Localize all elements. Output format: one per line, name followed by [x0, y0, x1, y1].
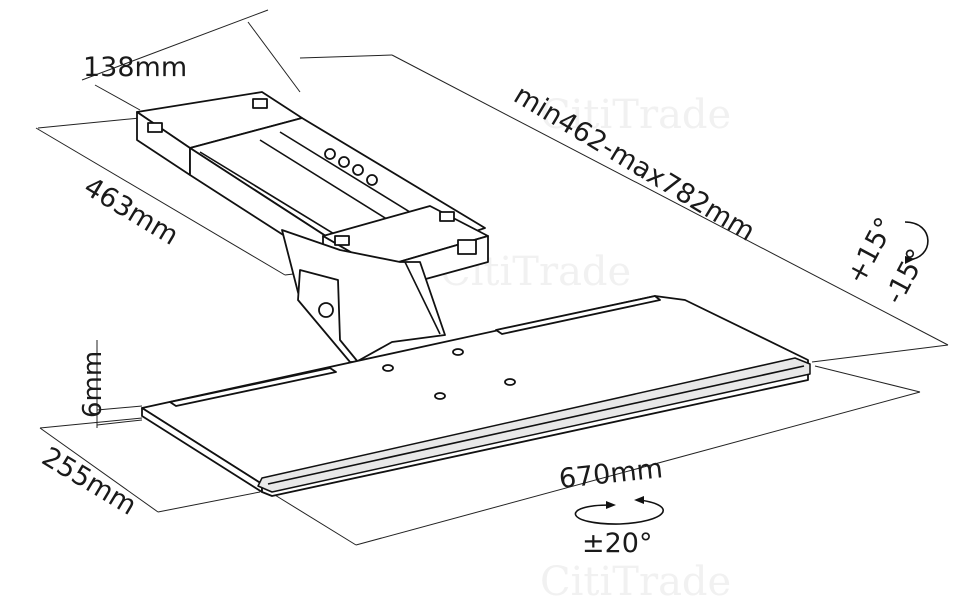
dim-463-extension [37, 117, 141, 129]
dim-6-extension-top [96, 405, 143, 411]
tilt-indicator [904, 221, 929, 264]
dim-463-arrowline [35, 127, 286, 276]
tray-hole-1 [382, 364, 394, 372]
tray-hole-3 [434, 392, 446, 400]
rail-bolt-2 [338, 156, 350, 168]
dim-255-extension-end [157, 491, 261, 513]
dim-138-extension-right [247, 21, 301, 93]
tilt-arrow-icon [904, 221, 929, 261]
dim-670-arrowline [355, 391, 921, 546]
wrist-rest-line [267, 365, 805, 485]
front-window [457, 239, 477, 255]
arm-edge [404, 261, 441, 335]
mount-slot-1 [147, 122, 163, 133]
rail-bolt-1 [324, 148, 336, 160]
label-463mm: 463mm [78, 171, 183, 251]
dim-670-extension-right [814, 365, 921, 393]
dim-255-extension [39, 417, 143, 429]
dim-255-arrowline [39, 427, 159, 513]
arm-pivot-bolt [318, 302, 334, 318]
tray-back-rail-left [169, 367, 337, 407]
tilt-arrowhead-icon [905, 256, 915, 264]
front-slot-2 [439, 211, 455, 222]
dim-6-extension-bottom [96, 419, 143, 426]
label-138mm: 138mm [83, 52, 187, 83]
dim-138-extension-left [94, 84, 141, 111]
watermark-top: CitiTrade [540, 92, 731, 138]
label-670mm: 670mm [557, 453, 664, 495]
label-6mm: 6mm [78, 351, 108, 418]
watermark-bottom: CitiTrade [540, 559, 731, 603]
front-slot-1 [334, 235, 350, 246]
support-arm [281, 229, 446, 363]
tray-hole-2 [452, 348, 464, 356]
rail-bolt-3 [352, 164, 364, 176]
dim-travel-extension [299, 54, 393, 59]
mount-slot-2 [252, 98, 268, 109]
swivel-indicator [574, 496, 664, 525]
mounting-bracket [136, 91, 489, 293]
swivel-arrowhead-left-icon [634, 496, 644, 504]
dim-138-arrowline [81, 9, 269, 81]
keyboard-tray [141, 295, 811, 497]
label-swivel: ±20° [582, 528, 652, 559]
label-255mm: 255mm [36, 441, 141, 521]
dimension-lines [35, 9, 949, 546]
swivel-arrow-icon [574, 499, 664, 525]
rail-bolt-4 [366, 174, 378, 186]
swivel-arrowhead-right-icon [606, 501, 616, 509]
dim-670-extension-left [269, 491, 357, 546]
dim-travel-extension-end [811, 344, 949, 363]
tray-hole-4 [504, 378, 516, 386]
dim-travel-arrowline [391, 54, 949, 346]
tray-back-rail-right [495, 295, 661, 335]
